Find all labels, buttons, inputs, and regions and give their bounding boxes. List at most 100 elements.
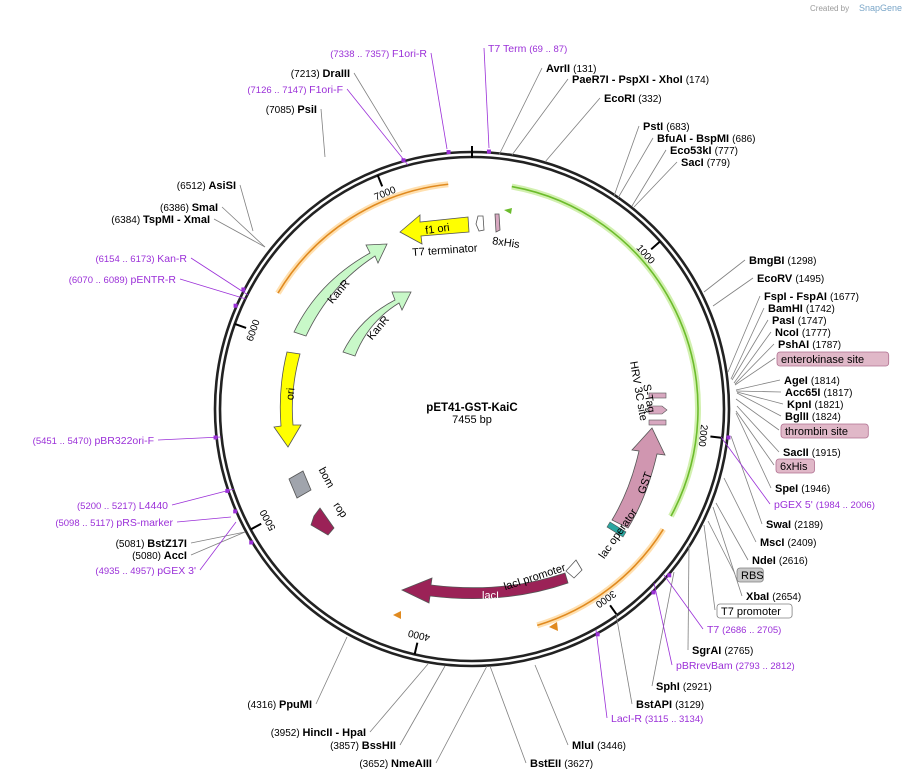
- orange-arc-2-halo: [275, 181, 449, 295]
- restriction-site-label: (7085) PsiI: [266, 104, 317, 116]
- site-labels: AvrII (131)PaeR7I - PspXI - XhoI (174)Ec…: [33, 43, 890, 770]
- leader-line: [430, 52, 448, 150]
- primer-label: (6070 .. 6089) pENTR-R: [69, 274, 177, 286]
- primer-marker: [651, 590, 656, 595]
- restriction-site-label: SgrAI (2765): [692, 645, 753, 657]
- tick-mark: [250, 522, 262, 531]
- primer-marker: [486, 149, 491, 154]
- plasmid-length: 7455 bp: [452, 414, 492, 426]
- restriction-site-label: SacI (779): [681, 157, 730, 169]
- restriction-site-label: (6512) AsiSI: [177, 180, 236, 192]
- restriction-site-label: PstI (683): [643, 121, 690, 133]
- primer-marker: [726, 435, 731, 440]
- restriction-site-label: Eco53kI (777): [670, 145, 738, 157]
- orange-arc-2: [277, 183, 449, 294]
- restriction-site-label: SpeI (1946): [775, 483, 830, 495]
- leader-line: [735, 398, 780, 431]
- leader-line: [353, 72, 403, 153]
- restriction-site-label: (5080) AccI: [132, 550, 187, 562]
- feature-box-label: thrombin site: [785, 426, 848, 438]
- restriction-site-label: BfuAI - BspMI (686): [657, 133, 756, 145]
- leader-line: [707, 520, 736, 575]
- site-leader-lines: [157, 47, 784, 764]
- leader-line: [735, 410, 775, 466]
- leader-line: [399, 665, 446, 746]
- primer-label: (5200 .. 5217) L4440: [77, 500, 168, 512]
- primer-marker: [595, 632, 600, 637]
- leader-line: [534, 664, 569, 746]
- his8-label: 8xHis: [491, 235, 520, 251]
- leader-line: [320, 108, 326, 158]
- restriction-site-label: XbaI (2654): [746, 591, 801, 603]
- leader-line: [239, 184, 254, 232]
- leader-line: [733, 331, 772, 384]
- restriction-site-label: (3857) BssHII: [330, 740, 396, 752]
- kanr-feature-inner: [342, 291, 412, 357]
- leader-line: [736, 392, 782, 417]
- orange-arrowhead-1: [393, 611, 401, 619]
- restriction-site-label: BstEII (3627): [530, 758, 593, 770]
- restriction-site-label: SacII (1915): [783, 447, 841, 459]
- restriction-site-label: BglII (1824): [785, 411, 841, 423]
- primer-marker: [213, 435, 218, 440]
- restriction-site-label: SphI (2921): [656, 681, 712, 693]
- f1-ori-feature: [399, 214, 470, 245]
- primer-label: (5451 .. 5470) pBR322ori-F: [33, 435, 154, 447]
- rop-feature: [310, 507, 335, 536]
- primer-label: (7126 .. 7147) F1ori-F: [247, 84, 343, 96]
- primer-marker: [401, 158, 406, 163]
- primer-label: T7 (2686 .. 2705): [707, 624, 781, 636]
- leader-line: [712, 277, 754, 307]
- tick-mark: [609, 604, 618, 616]
- feature-box-label: 6xHis: [780, 461, 808, 473]
- leader-line: [730, 435, 763, 525]
- primer-marker: [241, 287, 246, 292]
- restriction-site-label: (6386) SmaI: [160, 202, 218, 214]
- leader-line: [190, 531, 246, 556]
- leader-line: [735, 412, 772, 489]
- gst-arc-arrowhead: [504, 208, 512, 214]
- primer-label: (7338 .. 7357) F1ori-R: [330, 48, 427, 60]
- restriction-site-label: MluI (3446): [572, 740, 626, 752]
- restriction-site-label: EcoRI (332): [604, 93, 662, 105]
- ori-label: ori: [284, 387, 297, 400]
- primer-marker: [233, 509, 238, 514]
- leader-line: [179, 278, 247, 300]
- orange-arrowhead-2: [549, 622, 558, 631]
- leader-line: [663, 574, 704, 630]
- leader-line: [176, 516, 232, 523]
- feature-box: [776, 351, 890, 367]
- rop-label: rop: [331, 500, 350, 520]
- restriction-site-label: (3652) NmeAIII: [359, 758, 432, 770]
- f1-ori-label: f1 ori: [424, 222, 450, 237]
- leader-line: [703, 524, 716, 611]
- feature-box: [775, 458, 815, 474]
- leader-line: [734, 357, 776, 386]
- restriction-site-label: EcoRV (1495): [757, 273, 824, 285]
- leader-line: [633, 161, 678, 208]
- leader-line: [715, 502, 749, 561]
- snapgene-logo: SnapGene: [859, 3, 902, 13]
- leader-line: [731, 319, 769, 381]
- primer-label: (6154 .. 6173) Kan-R: [95, 253, 187, 265]
- leader-line: [489, 665, 527, 764]
- leader-line: [315, 636, 348, 705]
- lac-operator-feature: [606, 521, 627, 538]
- his8-feature: [494, 213, 501, 233]
- leader-line: [157, 436, 222, 441]
- primer-label: (5098 .. 5117) pRS-marker: [55, 517, 173, 529]
- leader-line: [613, 125, 640, 197]
- restriction-site-label: NdeI (2616): [752, 555, 808, 567]
- restriction-site-label: (4316) PpuMI: [247, 699, 312, 711]
- primer-label: (4935 .. 4957) pGEX 3': [95, 565, 196, 577]
- feature-box-label: RBS: [741, 570, 764, 582]
- leader-line: [735, 379, 781, 391]
- tick-mark: [710, 435, 723, 439]
- his-tag-block-2: [648, 419, 667, 426]
- tick-label: 4000: [407, 627, 432, 643]
- primer-marker: [249, 540, 254, 545]
- leader-line: [190, 257, 249, 296]
- primer-label: pGEX 5' (1984 .. 2006): [774, 499, 875, 511]
- leader-line: [730, 307, 765, 380]
